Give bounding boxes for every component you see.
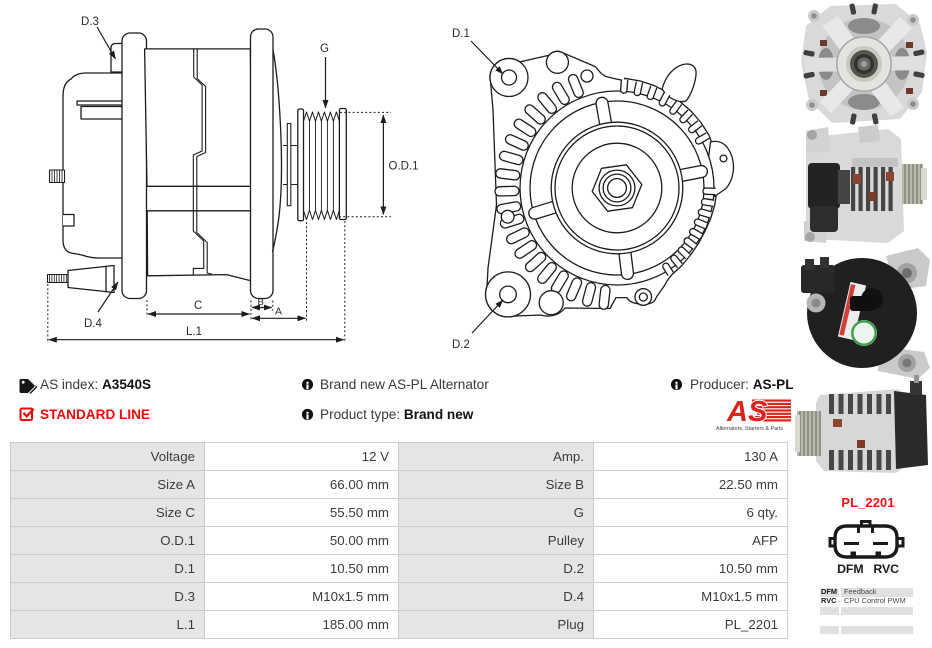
svg-text:A: A [275,306,282,318]
svg-text:C: C [194,300,202,312]
svg-text:O.D.1: O.D.1 [389,161,419,173]
svg-text:L.1: L.1 [186,326,202,338]
svg-text:AS: AS [726,396,768,428]
svg-text:D.1: D.1 [452,28,470,40]
svg-text:G: G [320,43,329,55]
svg-text:D.4: D.4 [84,318,103,330]
svg-text:Alternators, Starters & Parts: Alternators, Starters & Parts [716,426,783,432]
svg-text:D.3: D.3 [81,16,99,28]
svg-text:B: B [258,297,264,308]
svg-text:D.2: D.2 [452,339,470,351]
